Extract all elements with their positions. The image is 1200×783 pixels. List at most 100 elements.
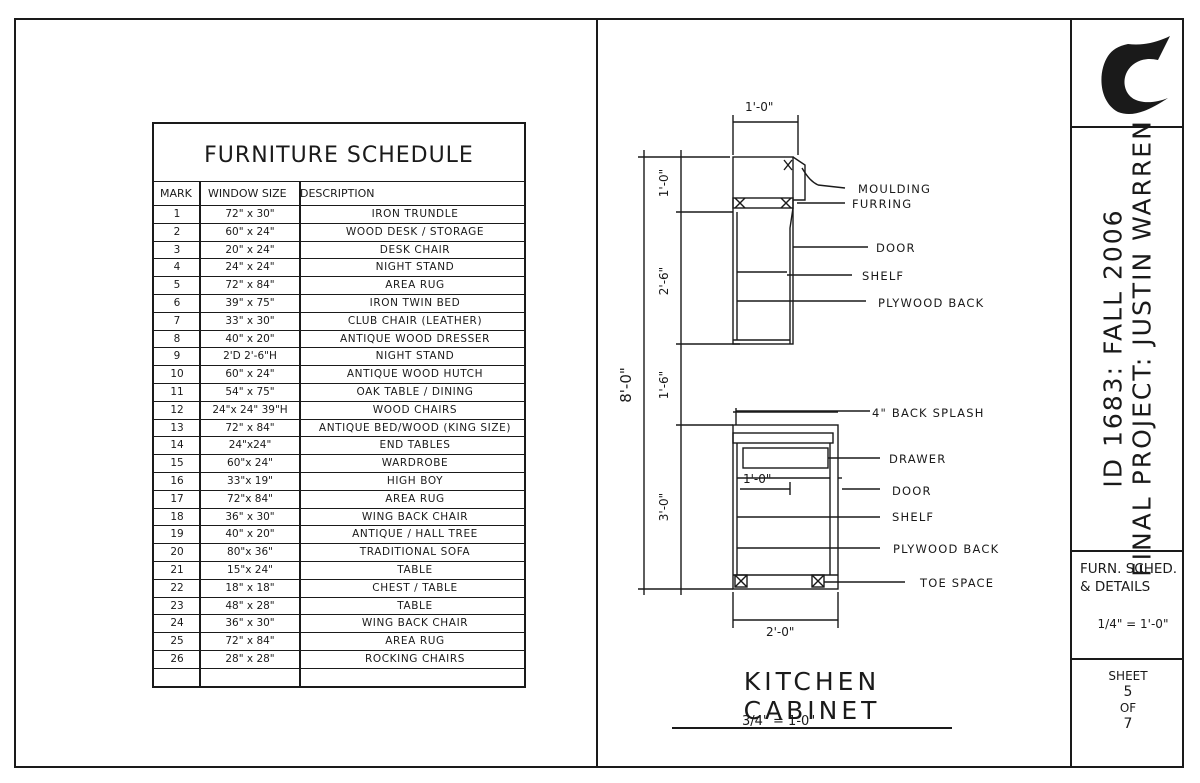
row-size: 36" x 30"	[225, 510, 275, 523]
row-size: 39" x 75"	[225, 296, 275, 309]
row-mark: 17	[170, 492, 184, 505]
row-description: OAK TABLE / DINING	[356, 385, 474, 398]
row-description: WARDROBE	[381, 457, 449, 470]
title-block-line	[1072, 658, 1184, 660]
row-mark: 21	[170, 563, 184, 576]
header-mark: MARK	[160, 187, 192, 200]
drawing-scale: 3/4" = 1-0"	[742, 714, 816, 729]
row-mark: 24	[170, 617, 184, 630]
row-size: 80"x 36"	[227, 546, 273, 559]
row-mark: 13	[170, 421, 184, 434]
row-size: 24" x 24"	[225, 261, 275, 274]
row-mark: 15	[170, 457, 184, 470]
dim-bottom-width: 2'-0"	[766, 625, 795, 639]
row-mark: 20	[170, 546, 184, 559]
row-size: 33" x 30"	[225, 314, 275, 327]
row-mark: 23	[170, 599, 184, 612]
row-mark: 4	[173, 261, 181, 274]
row-mark: 3	[173, 243, 181, 256]
row-size: 72"x 84"	[227, 492, 273, 505]
row-description: IRON TWIN BED	[369, 296, 461, 309]
row-size: 33"x 19"	[227, 474, 273, 487]
dim-height-3: 1'-6"	[657, 370, 672, 400]
label-door-upper: DOOR	[876, 241, 916, 255]
table-row: 8 40" x 20" ANTIQUE WOOD DRESSER	[154, 331, 524, 349]
row-mark: 8	[173, 332, 181, 345]
row-mark: 25	[170, 635, 184, 648]
row-description: DESK CHAIR	[379, 243, 451, 256]
row-mark: 1	[173, 208, 181, 220]
row-description: AREA RUG	[385, 635, 445, 648]
row-size: 24"x 24" 39"H	[212, 403, 288, 416]
row-mark: 16	[170, 474, 184, 487]
row-size: 72" x 84"	[225, 421, 275, 434]
row-description: END TABLES	[379, 439, 451, 452]
row-description: ANTIQUE WOOD DRESSER	[339, 332, 491, 345]
table-row: 14 24"x24" END TABLES	[154, 437, 524, 456]
row-description: HIGH BOY	[386, 474, 444, 487]
row-description: CLUB CHAIR (LEATHER)	[347, 314, 483, 327]
row-description: WOOD DESK / STORAGE	[345, 225, 485, 238]
furniture-schedule-table: FURNITURE SCHEDULE MARK WINDOW SIZE DESC…	[152, 122, 526, 688]
row-mark: 18	[170, 510, 184, 523]
row-description: TABLE	[397, 563, 433, 576]
row-description: TABLE	[397, 599, 433, 612]
row-size: 72" x 84"	[225, 279, 275, 292]
row-mark: 22	[170, 581, 184, 594]
label-moulding: MOULDING	[858, 182, 932, 196]
row-size: 36" x 30"	[225, 617, 275, 630]
header-window-size: WINDOW SIZE	[208, 187, 287, 200]
row-description: IRON TRUNDLE	[371, 208, 459, 220]
row-mark: 26	[170, 652, 184, 665]
row-mark: 12	[170, 403, 184, 416]
row-mark: 14	[170, 439, 184, 452]
title-block-line	[1072, 126, 1184, 128]
table-row: 7 33" x 30" CLUB CHAIR (LEATHER)	[154, 313, 524, 331]
sheet-number-block: SHEET 5 OF 7	[1078, 668, 1178, 732]
dim-top-width: 1'-0"	[745, 100, 774, 114]
sheet-of: OF	[1119, 701, 1137, 715]
row-size: 60" x 24"	[225, 225, 275, 238]
row-mark: 6	[173, 296, 181, 309]
row-mark: 7	[173, 314, 181, 327]
title-block-line	[1072, 550, 1184, 552]
sheet-total: 7	[1123, 716, 1133, 732]
column-divider	[299, 182, 301, 686]
row-size: 28" x 28"	[225, 652, 275, 665]
row-size: 54" x 75"	[225, 385, 275, 398]
dim-inner-width: 1'-0"	[743, 472, 772, 486]
row-size: 40" x 20"	[225, 332, 275, 345]
project-course: ID 1683: FALL 2006	[1098, 208, 1128, 488]
table-row	[154, 669, 524, 687]
drawing-sheet-border	[14, 18, 1184, 768]
table-row: 6 39" x 75" IRON TWIN BED	[154, 295, 524, 313]
drawing-title: KITCHEN CABINET	[672, 667, 952, 729]
row-mark: 9	[173, 350, 181, 363]
table-row: 16 33"x 19" HIGH BOY	[154, 473, 524, 491]
label-door-lower: DOOR	[892, 484, 932, 498]
row-description: ROCKING CHAIRS	[364, 652, 466, 665]
row-description: ANTIQUE / HALL TREE	[352, 528, 478, 541]
row-size: 60"x 24"	[227, 457, 273, 470]
header-description: DESCRIPTION	[300, 187, 375, 200]
row-description: CHEST / TABLE	[372, 581, 458, 594]
sheet-label: SHEET	[1108, 669, 1148, 683]
dim-overall-height: 8'-0"	[616, 367, 635, 403]
row-size: 24"x24"	[228, 439, 272, 452]
label-furring: FURRING	[852, 197, 913, 211]
row-description: NIGHT STAND	[375, 261, 455, 274]
row-mark: 19	[170, 528, 184, 541]
